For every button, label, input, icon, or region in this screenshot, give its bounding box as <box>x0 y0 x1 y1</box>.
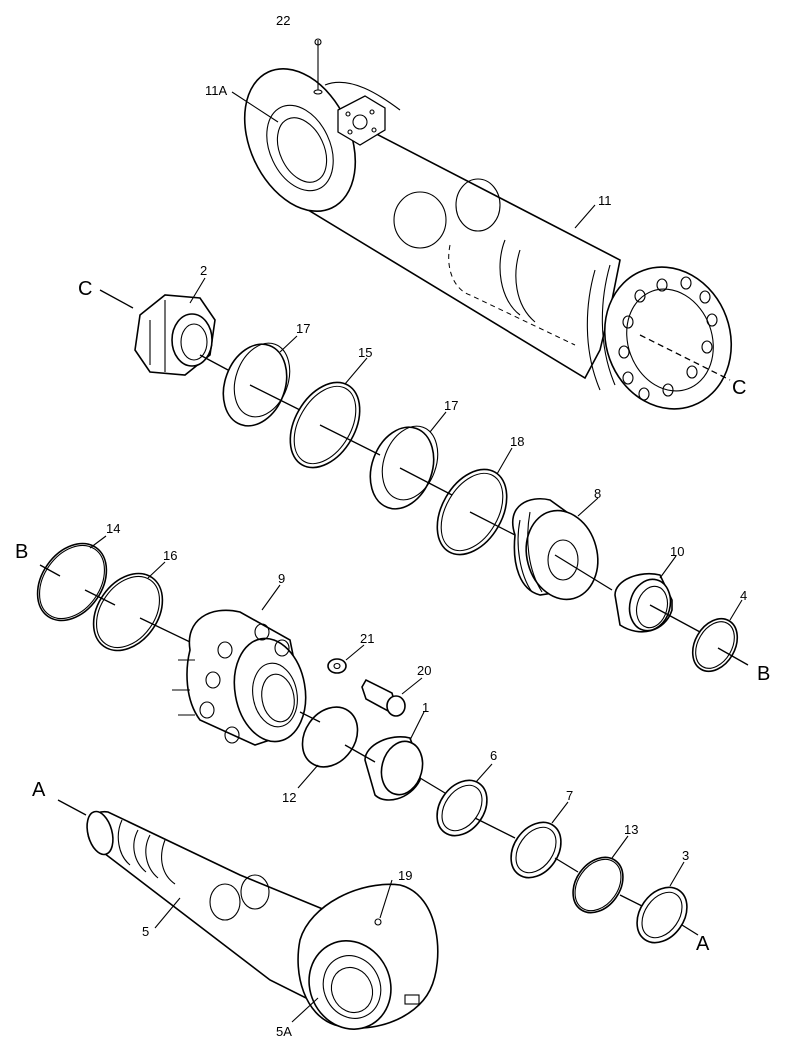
seal-ring-14 <box>36 542 108 622</box>
spacer-10 <box>614 573 673 633</box>
retaining-ring-4 <box>691 617 739 673</box>
ref-b-left: B <box>15 541 28 563</box>
label-5a: 5A <box>276 1024 292 1039</box>
label-11a: 11A <box>205 83 227 98</box>
label-2: 2 <box>200 263 207 278</box>
wear-ring-17-lower <box>369 425 439 510</box>
piston-8 <box>512 498 599 601</box>
label-21: 21 <box>360 631 374 646</box>
label-17-lower: 17 <box>444 398 458 413</box>
label-4: 4 <box>740 588 747 603</box>
bolt-20 <box>361 678 406 717</box>
label-17-upper: 17 <box>296 321 310 336</box>
ref-a-right: A <box>696 933 710 955</box>
label-7: 7 <box>566 788 573 803</box>
label-13: 13 <box>624 822 638 837</box>
ring-13 <box>572 856 624 914</box>
label-8: 8 <box>594 486 601 501</box>
seal-ring-16 <box>92 572 164 652</box>
label-15: 15 <box>358 345 372 360</box>
label-20: 20 <box>417 663 431 678</box>
grease-fitting-22 <box>313 38 323 95</box>
nut-part <box>134 294 216 376</box>
leader-lines <box>89 91 743 1023</box>
seal-ring-18 <box>436 468 508 556</box>
label-19: 19 <box>398 868 412 883</box>
seal-6 <box>436 779 488 837</box>
ring-3 <box>636 886 688 944</box>
seal-7 <box>510 821 562 879</box>
ring-12 <box>301 706 359 768</box>
wear-ring-17-upper <box>222 342 291 427</box>
label-18: 18 <box>510 434 524 449</box>
label-14: 14 <box>106 521 120 536</box>
piston-rod-5 <box>86 810 439 1030</box>
label-10: 10 <box>670 544 684 559</box>
gland-bolt-holes <box>618 276 718 401</box>
ref-b-right: B <box>757 663 770 685</box>
label-11: 11 <box>598 193 612 208</box>
label-12: 12 <box>282 790 296 805</box>
bushing-1 <box>364 736 424 801</box>
seal-ring-15 <box>289 381 361 469</box>
label-9: 9 <box>278 571 285 586</box>
label-16: 16 <box>163 548 177 563</box>
label-6: 6 <box>490 748 497 763</box>
washer-21 <box>327 658 347 674</box>
ref-a-left: A <box>32 779 46 801</box>
ref-c-right: C <box>732 377 746 399</box>
label-22: 22 <box>276 13 290 28</box>
cylinder-head-9 <box>172 609 307 746</box>
label-5: 5 <box>142 924 149 939</box>
ref-c-left: C <box>78 278 92 300</box>
label-3: 3 <box>682 848 689 863</box>
cylinder-barrel <box>243 68 733 410</box>
label-1: 1 <box>422 700 429 715</box>
